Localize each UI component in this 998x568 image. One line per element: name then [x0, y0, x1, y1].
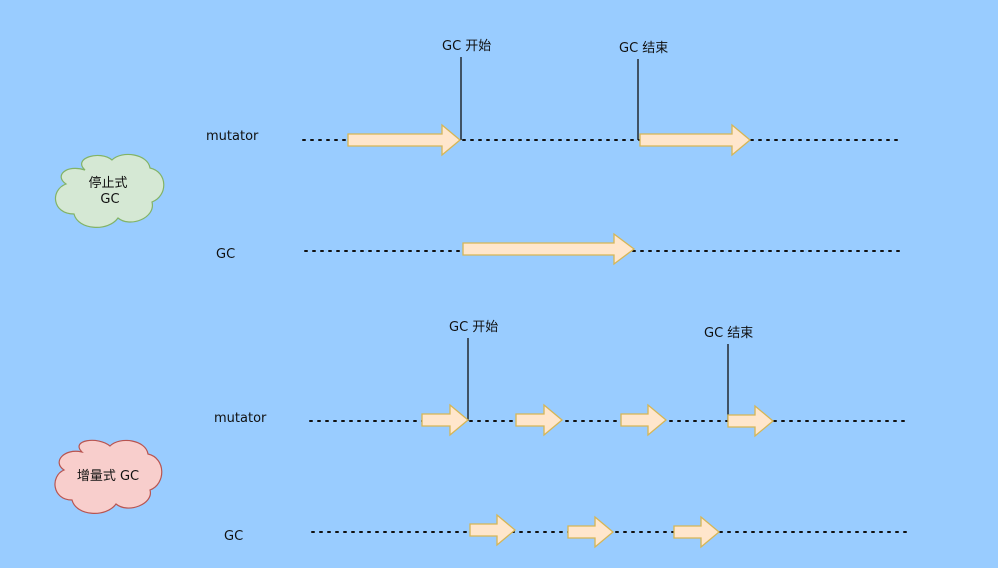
gc-slice-arrow — [469, 513, 517, 547]
cloud-shape — [55, 153, 165, 228]
stop-the-world-cloud-title: 停止式 — [88, 175, 127, 191]
gc-run-arrow — [462, 232, 636, 266]
mutator-slice-arrow — [421, 403, 470, 437]
gc-label: GC — [224, 529, 243, 544]
mutator-slice-arrow — [727, 404, 775, 438]
stop-the-world-cloud-subtitle: GC — [100, 192, 119, 207]
gc-start-label: GC 开始 — [442, 39, 491, 54]
stop-the-world-section: 停止式 GC mutator GC GC 开始 GC 结束 — [55, 39, 901, 266]
gc-slice-arrow — [673, 515, 721, 549]
incremental-cloud: 增量式 GC — [54, 439, 163, 514]
gc-slice-arrow — [567, 515, 615, 549]
incremental-section: 增量式 GC mutator GC GC 开始 GC 结束 — [54, 320, 908, 549]
mutator-run-arrow — [639, 123, 752, 157]
gc-label: GC — [216, 247, 235, 262]
gc-end-label: GC 结束 — [704, 326, 753, 341]
mutator-label: mutator — [206, 129, 259, 144]
mutator-slice-arrow — [620, 403, 668, 437]
gc-end-label: GC 结束 — [619, 41, 668, 56]
mutator-run-arrow — [347, 123, 462, 157]
cloud-shape — [54, 439, 163, 514]
incremental-cloud-label: 增量式 GC — [77, 469, 139, 484]
gc-start-label: GC 开始 — [449, 320, 498, 335]
mutator-slice-arrow — [515, 403, 564, 437]
mutator-label: mutator — [214, 411, 267, 426]
stop-the-world-cloud: 停止式 GC — [55, 153, 165, 228]
